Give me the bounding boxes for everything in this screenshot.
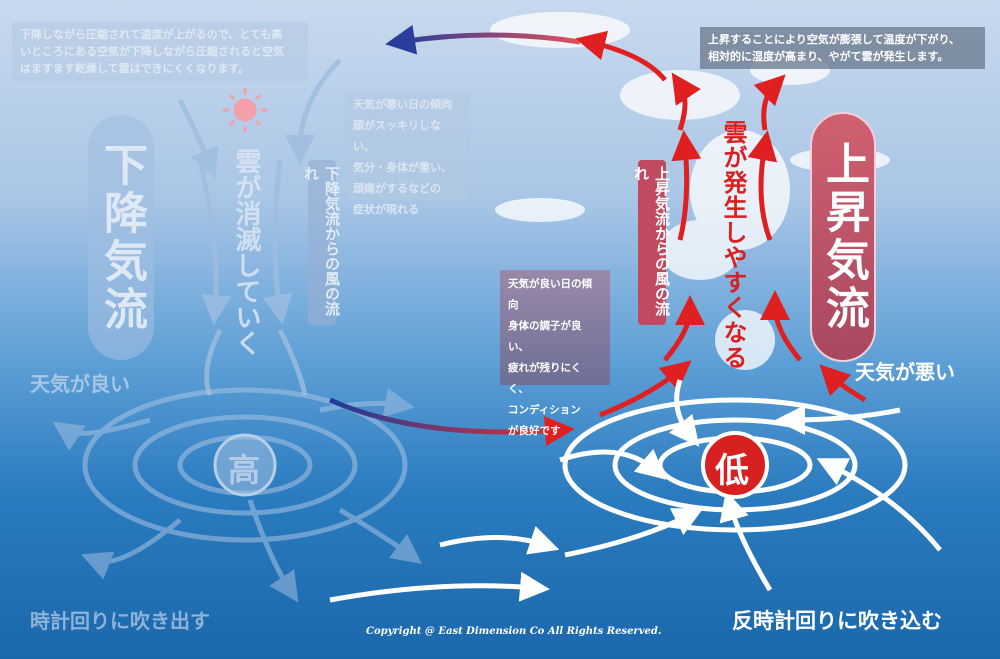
note-line: はますます乾燥して雲はできにくくなります。 [20, 62, 250, 75]
note-line: いところにある空気が下降しながら圧縮されると空気 [20, 45, 284, 58]
note-line: 下降しながら圧縮されて温度が上がるので、とても高 [20, 28, 283, 41]
note-line: 気分・身体が重い、 [353, 161, 452, 174]
rising-wind-label: 上昇気流からの風の流れ [632, 160, 671, 325]
note-line: 天気が良い日の傾向 [508, 278, 592, 311]
rising-air-title: 上昇気流 [810, 112, 876, 362]
descending-air-title: 下降気流 [88, 115, 154, 360]
clockwise-label: 時計回りに吹き出す [30, 609, 210, 633]
note-line: 症状が現れる [353, 203, 419, 216]
low-pressure-circle [701, 431, 769, 499]
rising-note: 上昇することにより空気が膨張して温度が下がり、 相対的に湿度が高まり、やがて雲が… [700, 27, 985, 69]
low-pressure-label: 低 [715, 451, 749, 491]
note-line: 身体の調子が良い、 [508, 320, 582, 353]
note-line: 疲れが残りにくく、 [508, 362, 582, 395]
descending-wind-label: 下降気流からの風の流れ [302, 160, 341, 325]
bad-weather-tendency-note: 天気が悪い日の傾向 頭がスッキリしない、 気分・身体が重い、 頭痛がするなどの … [345, 90, 470, 216]
descending-arrows [177, 58, 342, 396]
high-pressure-ellipses [52, 387, 423, 603]
note-line: コンディション [508, 404, 581, 416]
descending-note: 下降しながら圧縮されて温度が上がるので、とても高 いところにある空気が下降しなが… [12, 22, 308, 81]
copyright: Copyright @ East Dimension Co All Rights… [366, 626, 662, 637]
counterclockwise-label: 反時計回りに吹き込む [732, 608, 942, 633]
good-weather-tendency-note: 天気が良い日の傾向 身体の調子が良い、 疲れが残りにくく、 コンディション が良… [500, 270, 610, 437]
note-line: 頭がスッキリしない、 [353, 119, 441, 153]
note-line: が良好です [508, 425, 561, 437]
note-line: 頭痛がするなどの [353, 182, 441, 195]
cloud-dissipate-text: 雲が消滅していく [231, 148, 261, 356]
middle-flow-arrow [328, 397, 575, 447]
note-line: 相対的に湿度が高まり、やがて雲が発生します。 [708, 50, 949, 63]
note-line: 天気が悪い日の傾向 [353, 98, 452, 111]
low-pressure-ellipses [329, 379, 942, 603]
good-weather-label: 天気が良い [30, 372, 130, 396]
top-flow-arrow [385, 24, 581, 55]
bad-weather-label: 天気が悪い [855, 360, 955, 384]
cloud-form-text: 雲が発生しやすくなる [719, 120, 748, 370]
sun-icon [223, 88, 267, 132]
rising-arrows [575, 30, 867, 418]
note-line: 上昇することにより空気が膨張して温度が下がり、 [708, 33, 961, 46]
high-pressure-label: 高 [228, 451, 261, 489]
